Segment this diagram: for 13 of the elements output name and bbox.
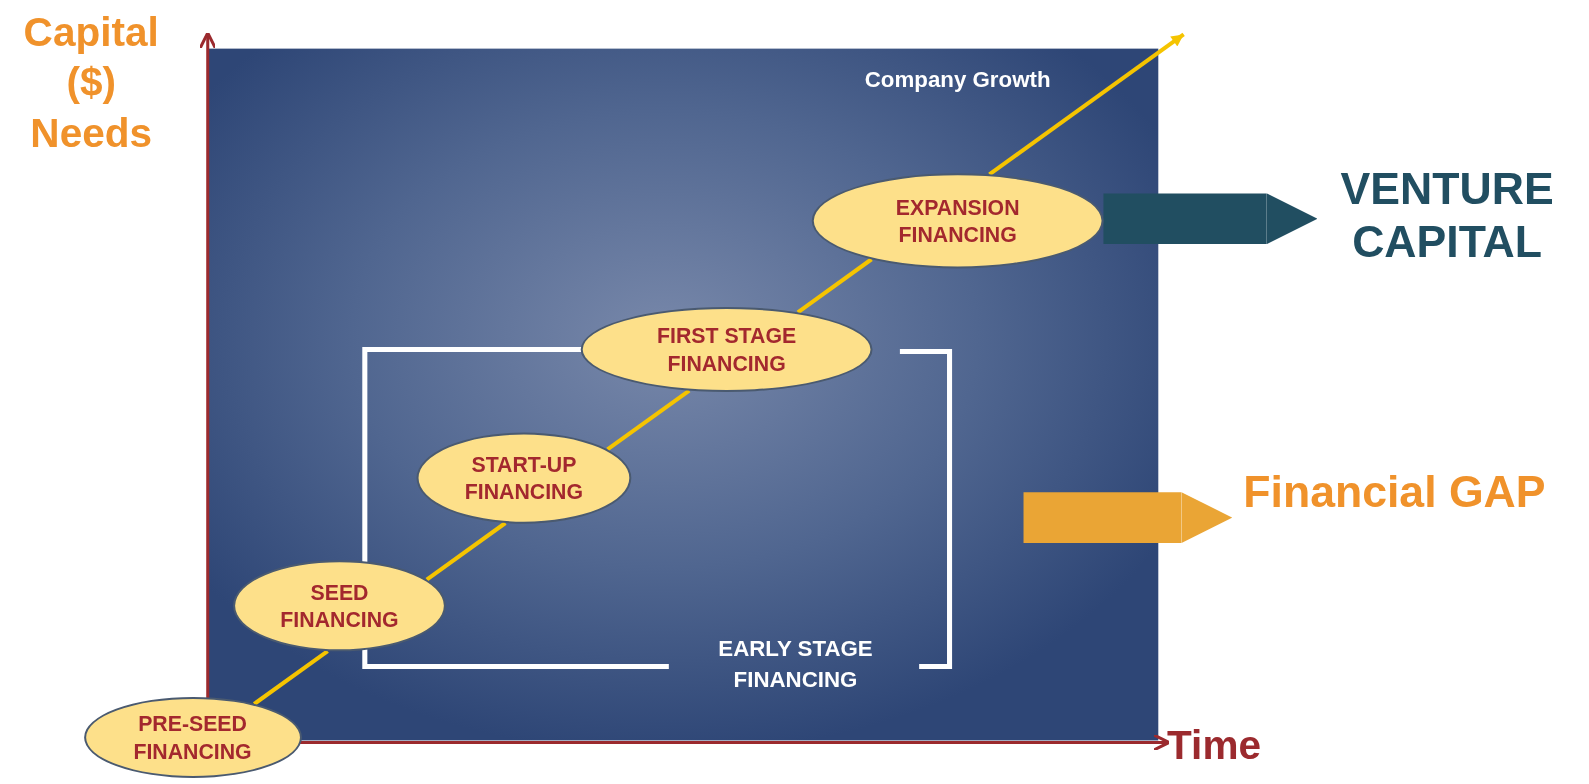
line-label: Company Growth [863, 66, 1052, 94]
growth-line [796, 257, 873, 314]
block-arrow [1023, 492, 1233, 543]
outcome-label: VENTURE CAPITAL [1317, 155, 1577, 277]
growth-line [425, 521, 507, 582]
block-arrow [1103, 193, 1318, 245]
bracket-label: EARLY STAGE FINANCING [717, 635, 874, 694]
axis-title: Time [1166, 722, 1262, 767]
axis-title: Capital ($) Needs [22, 8, 160, 157]
outcome-label: Financial GAP [1232, 461, 1557, 523]
growth-line [252, 649, 329, 706]
stage-ellipse: PRE-SEED FINANCING [83, 696, 302, 778]
growth-arrow [988, 32, 1185, 176]
